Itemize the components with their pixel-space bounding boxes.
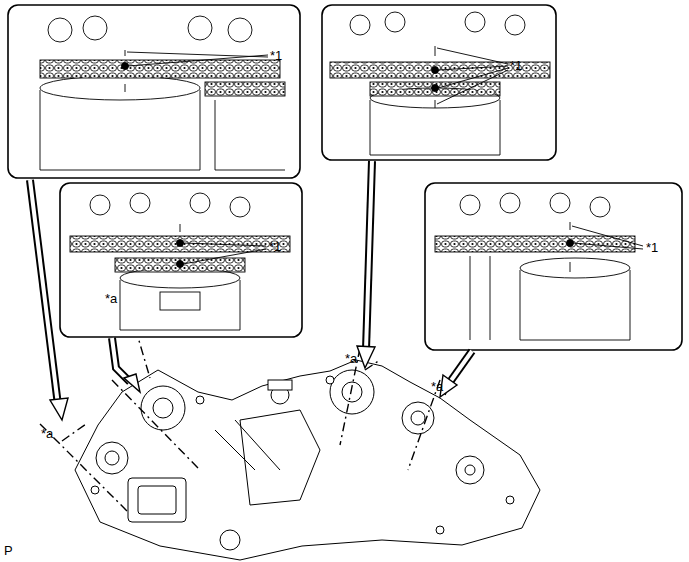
chain-sprocket-detail: [40, 16, 285, 170]
chain-sprocket-detail: [435, 193, 635, 340]
pointer-arrow: [30, 161, 472, 420]
reference-mark: *a: [104, 292, 118, 306]
reference-mark: *a: [40, 427, 54, 441]
detail-inset: [8, 5, 682, 350]
chain-sprocket-detail: [70, 193, 290, 330]
reference-line: [40, 310, 448, 512]
figure-code: P: [3, 544, 14, 558]
leader-line: [437, 48, 508, 104]
callout-number: *1: [269, 49, 283, 63]
callout-number: *1: [268, 240, 282, 254]
leader-line: [183, 243, 266, 264]
callout-number: *1: [645, 241, 659, 255]
leader-line: [572, 226, 643, 249]
reference-mark: *a: [344, 352, 358, 366]
leader-line: [127, 52, 268, 66]
callout-number: *1: [509, 59, 523, 73]
engine-block: [75, 360, 540, 560]
reference-mark: *a: [430, 380, 444, 394]
chain-sprocket-detail: [330, 12, 550, 155]
